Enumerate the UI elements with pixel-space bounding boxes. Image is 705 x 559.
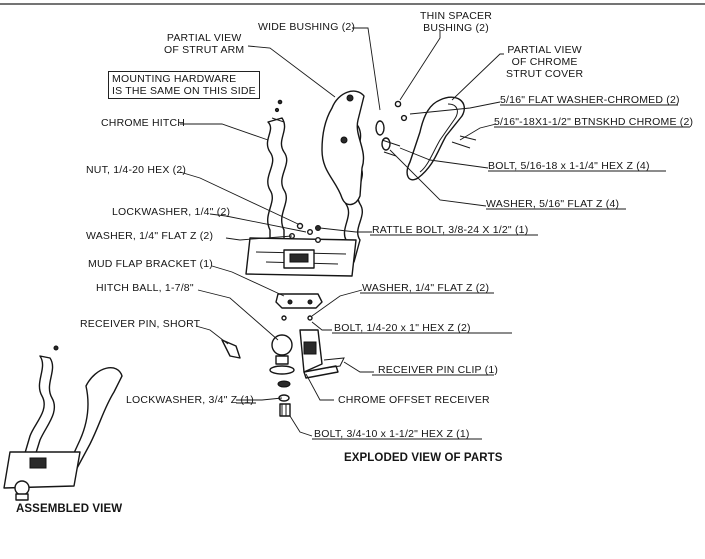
nut-1-4-label: NUT, 1/4-20 HEX (2) <box>86 164 187 176</box>
lockwasher-3-4-label: LOCKWASHER, 3/4" Z (1) <box>126 394 254 406</box>
thin-spacer-bushing-part <box>394 100 402 108</box>
bolt-3-4-label: BOLT, 3/4-10 x 1-1/2" HEX Z (1) <box>314 428 470 440</box>
flat-washer-chromed-label: 5/16" FLAT WASHER-CHROMED (2) <box>500 94 680 106</box>
hitch-ball-part <box>269 334 295 388</box>
assembled-view-label: ASSEMBLED VIEW <box>16 503 123 515</box>
lockwasher-1-4-label: LOCKWASHER, 1/4" (2) <box>112 206 231 218</box>
wide-bushing-part <box>375 120 385 136</box>
washer-1-4-upper-label: WASHER, 1/4" FLAT Z (2) <box>86 230 214 242</box>
receiver-pin-short-label: RECEIVER PIN, SHORT <box>80 318 201 330</box>
mud-flap-bracket-part <box>275 293 323 309</box>
chrome-strut-cover-label: PARTIAL VIEW OF CHROME STRUT COVER <box>506 44 584 80</box>
bolt-5-16-label: BOLT, 5/16-18 x 1-1/4" HEX Z (4) <box>488 160 650 172</box>
washer-1-4-lower-label: WASHER, 1/4" FLAT Z (2) <box>362 282 490 294</box>
wide-bushing-label: WIDE BUSHING (2) <box>258 21 356 33</box>
thin-spacer-bushing-label: THIN SPACER BUSHING (2) <box>420 10 493 34</box>
washer-5-16-label: WASHER, 5/16" FLAT Z (4) <box>486 198 620 210</box>
mounting-hardware-note: MOUNTING HARDWARE IS THE SAME ON THIS SI… <box>108 71 260 99</box>
bolt-3-4-part <box>279 403 291 417</box>
rattle-bolt-label: RATTLE BOLT, 3/8-24 X 1/2" (1) <box>372 224 529 236</box>
btnskhd-chrome-label: 5/16"-18X1-1/2" BTNSKHD CHROME (2) <box>494 116 694 128</box>
diagram-title: EXPLODED VIEW OF PARTS <box>344 452 503 464</box>
receiver-pin-clip-label: RECEIVER PIN CLIP (1) <box>378 364 499 376</box>
hitch-ball-label: HITCH BALL, 1-7/8" <box>96 282 194 294</box>
bolt-1-4-label: BOLT, 1/4-20 x 1" HEX Z (2) <box>334 322 471 334</box>
chrome-hitch-label: CHROME HITCH <box>101 117 186 129</box>
mud-flap-bracket-label: MUD FLAP BRACKET (1) <box>88 258 213 270</box>
assembled-view-part <box>3 345 123 501</box>
receiver-pin-part <box>221 339 241 359</box>
chrome-offset-receiver-part <box>299 329 339 379</box>
receiver-pin-clip-part <box>323 357 345 369</box>
strut-arm-part <box>321 90 365 206</box>
leader-lines <box>179 27 690 440</box>
chrome-offset-receiver-label: CHROME OFFSET RECEIVER <box>338 394 490 406</box>
partial-strut-arm-label: PARTIAL VIEW OF STRUT ARM <box>164 32 245 56</box>
